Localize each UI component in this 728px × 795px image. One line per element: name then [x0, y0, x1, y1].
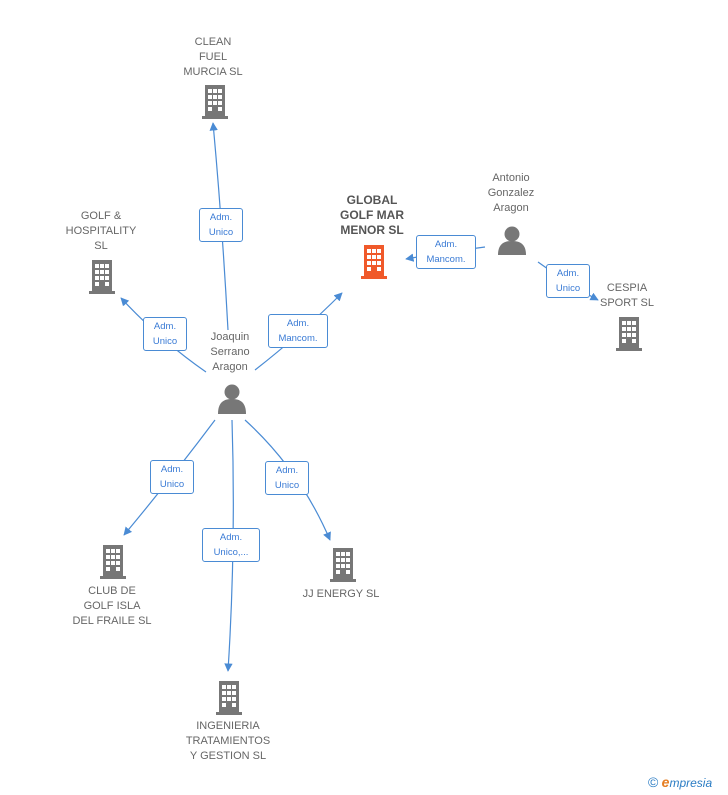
company-label-global-golf[interactable]: GLOBAL GOLF MAR MENOR SL — [340, 193, 404, 237]
building-icon[interactable] — [616, 317, 642, 351]
copyright-icon: © — [648, 774, 659, 790]
role-badge-clean-fuel[interactable]: Adm. Unico — [199, 208, 243, 242]
building-icon[interactable] — [100, 545, 126, 579]
person-icon[interactable] — [218, 384, 246, 415]
role-badge-club-golf[interactable]: Adm. Unico — [150, 460, 194, 494]
building-icon[interactable] — [330, 548, 356, 582]
company-label-club-golf[interactable]: CLUB DE GOLF ISLA DEL FRAILE SL — [72, 585, 152, 627]
role-badge-global-golf-antonio[interactable]: Adm. Mancom. — [416, 235, 476, 269]
person-label-antonio[interactable]: Antonio Gonzalez Aragon — [487, 172, 535, 214]
company-label-cespia[interactable]: CESPIA SPORT SL — [599, 282, 654, 309]
building-icon-focus[interactable] — [361, 245, 387, 279]
building-icon[interactable] — [89, 260, 115, 294]
company-label-jj-energy[interactable]: JJ ENERGY SL — [302, 588, 380, 600]
role-badge-ingenieria[interactable]: Adm. Unico,... — [202, 528, 260, 562]
role-badge-cespia[interactable]: Adm. Unico — [546, 264, 590, 298]
brand-logo-e: e — [661, 774, 670, 790]
role-badge-global-golf-joaquin[interactable]: Adm. Mancom. — [268, 314, 328, 348]
building-icon[interactable] — [200, 85, 230, 119]
role-badge-jj-energy[interactable]: Adm. Unico — [265, 461, 309, 495]
brand-logo-text: mpresia — [669, 776, 713, 790]
building-icon[interactable] — [216, 681, 242, 715]
person-icon[interactable] — [498, 226, 526, 256]
company-label-clean-fuel[interactable]: CLEAN FUEL MURCIA SL — [183, 36, 243, 78]
role-badge-golf-hospitality[interactable]: Adm. Unico — [143, 317, 187, 351]
brand-watermark: © empresia — [648, 774, 712, 790]
company-label-ingenieria[interactable]: INGENIERIA TRATAMIENTOS Y GESTION SL — [185, 720, 271, 762]
company-label-golf-hospitality[interactable]: GOLF & HOSPITALITY SL — [65, 210, 137, 252]
person-label-joaquin[interactable]: Joaquin Serrano Aragon — [210, 331, 250, 373]
